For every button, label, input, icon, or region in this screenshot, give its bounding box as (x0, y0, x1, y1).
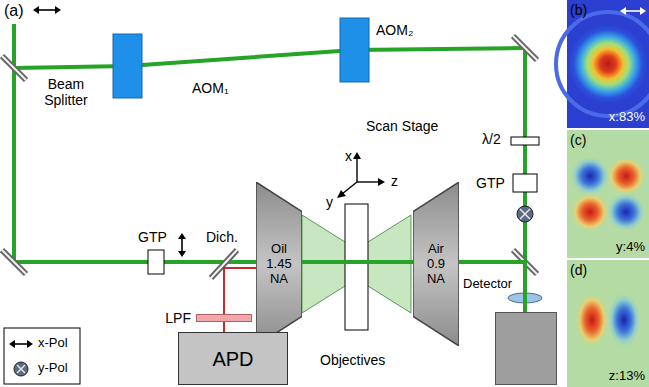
node-text: (b) (570, 2, 587, 18)
arrow-head (337, 190, 346, 198)
sample-slide (345, 204, 368, 330)
panel-letter: (a) (4, 2, 24, 20)
field-ring (556, 12, 649, 116)
axis-label: z (391, 173, 398, 189)
field-map-panel: (d) z:13% (567, 260, 649, 387)
component-label: AOM₂ (376, 22, 413, 38)
laser-beam (12, 260, 256, 264)
mirror (513, 36, 537, 60)
mirror (2, 56, 26, 80)
mirror (2, 56, 26, 80)
legend-sample (14, 343, 28, 345)
node-text: z:13% (609, 369, 645, 384)
polarization-arrow (624, 10, 642, 12)
node-text: (c) (570, 132, 586, 148)
polarization-symbol (520, 209, 530, 219)
filter: LPF (196, 314, 252, 322)
component-label: Beam Splitter (34, 76, 98, 108)
arrow-head (27, 340, 33, 348)
component-label: GTP (138, 229, 167, 245)
node-text: (d) (570, 262, 587, 278)
objective: Air 0.9 NA (413, 182, 459, 346)
beam-path (459, 262, 525, 312)
component-label: Scan Stage (366, 118, 438, 134)
detector-box: APD (178, 332, 288, 385)
laser-beam (523, 46, 527, 262)
field-map-background (567, 260, 649, 387)
node-text: APD (212, 347, 253, 370)
component-label: Dich. (206, 229, 238, 245)
mirror (2, 250, 26, 274)
objective-outline (413, 182, 459, 346)
beam-path (224, 268, 256, 314)
arrow-head (178, 251, 186, 257)
polarization-arrow (38, 9, 56, 11)
arrow-head (378, 178, 385, 186)
detector-box: Detector (495, 312, 557, 385)
arrow-head (9, 340, 15, 348)
polarization-arrow (181, 238, 183, 252)
arrow-head (353, 152, 361, 159)
legend-text: x-Pol (38, 336, 68, 351)
field-lobe (575, 292, 609, 348)
node-text: y:4% (616, 240, 645, 255)
axis-label: x (345, 148, 352, 164)
component-label: AOM₁ (192, 80, 229, 96)
aom-crystal (113, 34, 142, 98)
node-text: LPF (165, 310, 191, 326)
mirror (2, 250, 26, 274)
node-text: x:83% (609, 110, 645, 125)
axis-arrow (356, 158, 357, 182)
axis-arrow (342, 182, 357, 194)
objective-outline (256, 182, 302, 346)
field-map-background (567, 130, 649, 258)
arrow-head (640, 7, 646, 15)
node-text: Air 0.9 NA (419, 242, 453, 287)
polarization-symbol (517, 206, 533, 222)
field-lobe (606, 192, 646, 232)
laser-beam (12, 24, 16, 262)
field-lobe (570, 192, 610, 232)
beam-path (223, 322, 225, 332)
arrow-head (33, 6, 39, 14)
field-map-panel: (c) y:4% (567, 130, 649, 258)
axis-label: y (326, 194, 333, 210)
waveplate (511, 137, 539, 145)
legend-text: y-Pol (38, 361, 68, 376)
field-lobe (607, 292, 641, 348)
arrow-head (620, 7, 626, 15)
axis-arrow (357, 181, 379, 182)
node-text: Oil 1.45 NA (262, 242, 296, 287)
field-spot (568, 24, 648, 104)
polarizer (148, 250, 164, 274)
laser-beam (14, 48, 525, 68)
aom-crystal (340, 18, 369, 82)
beam-path (302, 260, 413, 264)
legend-box (4, 328, 80, 384)
legend-sample (17, 365, 25, 373)
field-lobe (606, 156, 646, 196)
component-label: GTP (476, 175, 505, 191)
arrow-head (178, 233, 186, 239)
objective: Oil 1.45 NA (256, 182, 302, 346)
component-label: Objectives (320, 352, 385, 368)
field-lobe (570, 156, 610, 196)
mirror (513, 36, 537, 60)
node-text: Detector (463, 277, 512, 292)
polarizer (513, 174, 537, 192)
polarization-symbol (520, 209, 530, 219)
component-label: λ/2 (482, 131, 501, 147)
legend-sample (14, 362, 28, 376)
legend-sample (17, 365, 25, 373)
arrow-head (55, 6, 61, 14)
field-map-panel: (b) x:83% (567, 0, 649, 128)
